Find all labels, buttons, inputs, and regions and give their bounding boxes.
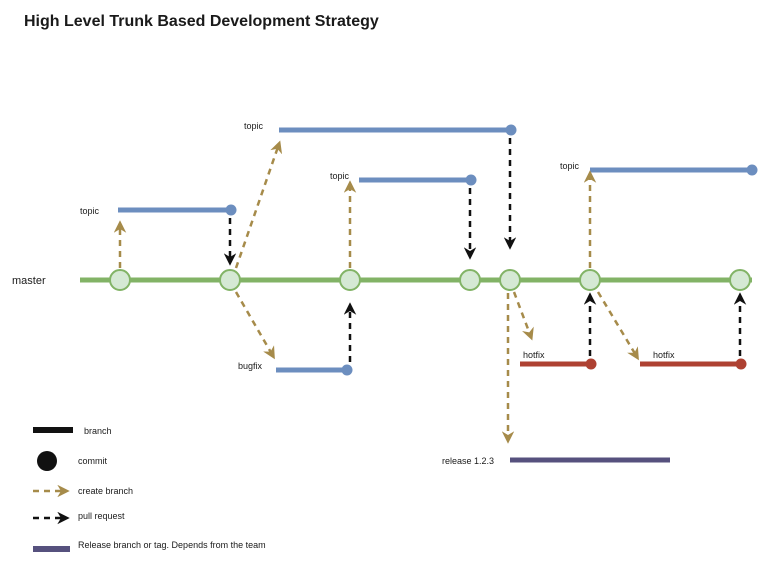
hotfix-commit-2 [735, 358, 747, 370]
bugfix-label: bugfix [238, 361, 263, 371]
create-branch-arrow-hotfix-2 [596, 291, 639, 361]
topic-commit-3 [465, 174, 477, 186]
master-label: master [12, 275, 46, 287]
release-label: release 1.2.3 [442, 456, 494, 466]
create-branch-arrow-bugfix [234, 291, 275, 360]
topic-commit-4 [746, 164, 758, 176]
legend-branch-label: branch [84, 426, 112, 436]
master-commit-2 [219, 269, 241, 291]
master-commit-4 [459, 269, 481, 291]
topic-label-2: topic [244, 121, 264, 131]
topic-commit-1 [225, 204, 237, 216]
legend-commit-label: commit [78, 456, 107, 466]
diagram-title: High Level Trunk Based Development Strat… [24, 13, 379, 30]
topic-label-3: topic [330, 171, 350, 181]
legend-pull-request-label: pull request [78, 511, 125, 521]
hotfix-commit-1 [585, 358, 597, 370]
topic-label-1: topic [80, 206, 100, 216]
legend: branch commit create branch pull request… [33, 426, 266, 552]
hotfix-label-2: hotfix [653, 350, 675, 360]
topic-label-4: topic [560, 161, 580, 171]
master-commit-5 [499, 269, 521, 291]
topic-commit-2 [505, 124, 517, 136]
create-branch-arrow-topic-2 [234, 140, 283, 269]
master-commit-1 [109, 269, 131, 291]
legend-release-label: Release branch or tag. Depends from the … [78, 540, 266, 550]
master-commit-7 [729, 269, 751, 291]
bugfix-commit [341, 364, 353, 376]
legend-create-branch-label: create branch [78, 486, 133, 496]
create-branch-arrow-hotfix-1 [512, 291, 534, 341]
master-commit-3 [339, 269, 361, 291]
legend-commit-swatch [37, 451, 57, 471]
master-commit-6 [579, 269, 601, 291]
hotfix-label-1: hotfix [523, 350, 545, 360]
